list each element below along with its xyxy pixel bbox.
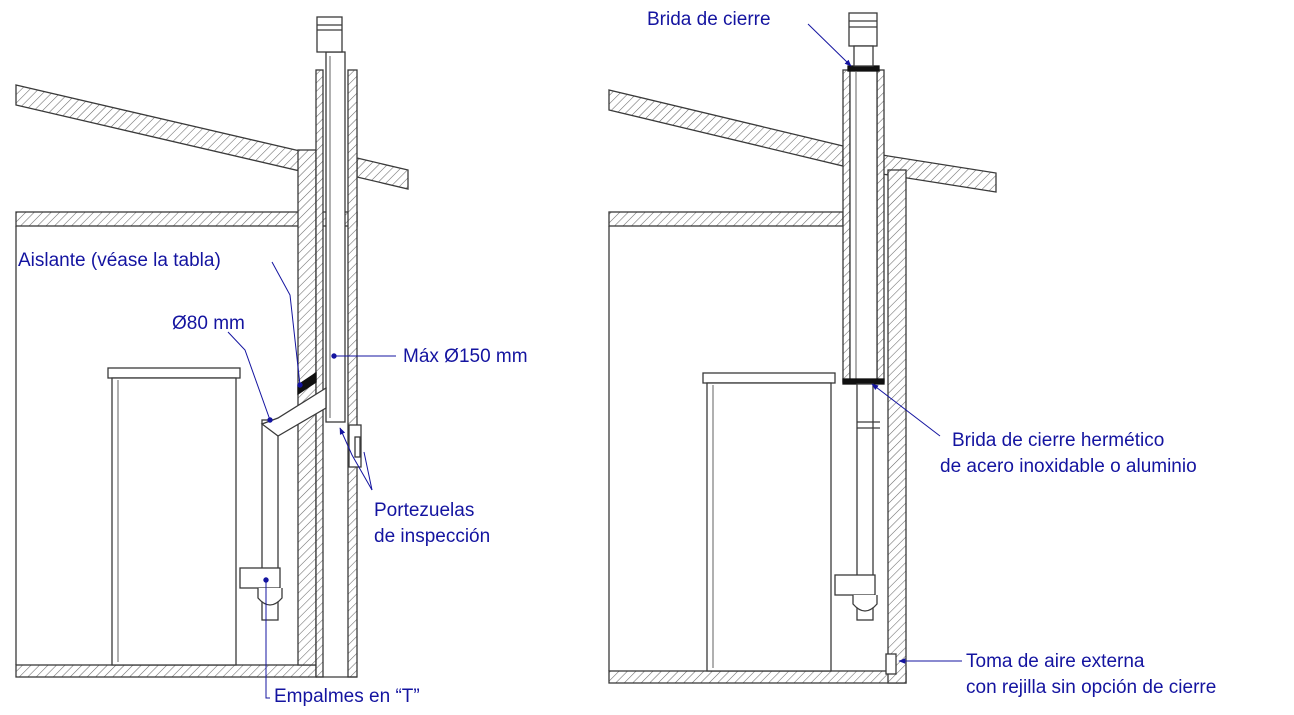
left-diagram: [15, 16, 409, 678]
left-roof: [15, 84, 301, 172]
label-brida-hermetico-2: de acero inoxidable o aluminio: [940, 456, 1197, 477]
left-chimney-wall-left: [315, 69, 324, 678]
label-toma-aire-1: Toma de aire externa: [966, 651, 1145, 672]
right-chimney-jacket-right: [876, 69, 885, 383]
label-diametro-80: Ø80 mm: [172, 313, 245, 334]
label-toma-aire-2: con rejilla sin opción de cierre: [966, 677, 1216, 698]
left-angled-connector: [260, 386, 327, 437]
leader-d80: [227, 331, 271, 421]
right-cap-stem: [853, 45, 874, 67]
leader-brida-hermetico: [871, 383, 941, 437]
left-insulation-sleeve: [297, 371, 317, 396]
left-chimney-wall-right: [347, 69, 358, 678]
leader-aislante: [271, 261, 301, 386]
left-ground-slab: [15, 664, 317, 678]
left-roof-overhang: [356, 157, 409, 190]
left-annotations: [227, 261, 396, 699]
right-air-intake: [885, 653, 897, 675]
left-chimney-cap: [316, 16, 343, 53]
right-roof: [608, 89, 844, 167]
left-inspection-door-handle: [354, 436, 361, 458]
label-brida-cierre: Brida de cierre: [647, 9, 771, 30]
right-chimney-jacket-left: [842, 69, 851, 383]
right-vertical-flue: [856, 383, 874, 621]
left-flue-pipe: [325, 51, 346, 423]
leader-brida-cierre: [807, 23, 852, 67]
right-boiler-top: [702, 372, 836, 384]
left-labels: Aislante (véase la tabla) Ø80 mm Máx Ø15…: [18, 250, 528, 707]
label-max-150: Máx Ø150 mm: [403, 346, 528, 367]
label-brida-hermetico-1: Brida de cierre hermético: [952, 430, 1164, 451]
right-chimney-cap: [848, 12, 878, 47]
leader-portezuelas: [339, 427, 373, 491]
left-t-cap: [257, 588, 283, 606]
leader-portezuelas-2: [363, 451, 373, 491]
right-bottom-flange: [842, 378, 885, 385]
label-portezuelas-1: Portezuelas: [374, 500, 474, 521]
right-t-cap: [852, 595, 878, 612]
right-t-connector: [834, 574, 876, 596]
right-diagram: [608, 12, 997, 684]
label-portezuelas-2: de inspección: [374, 526, 490, 547]
right-ground-slab: [608, 670, 907, 684]
leader-empalmes: [265, 580, 270, 699]
label-aislante: Aislante (véase la tabla): [18, 250, 221, 271]
right-chimney-inner: [849, 69, 878, 383]
left-boiler: [111, 377, 237, 666]
left-boiler-top: [107, 367, 241, 379]
left-t-connector: [239, 567, 281, 589]
right-labels: Brida de cierre Brida de cierre hermétic…: [647, 9, 1216, 698]
right-top-flange: [847, 65, 880, 72]
right-floor-slab: [608, 211, 844, 227]
label-empalmes: Empalmes en “T”: [274, 686, 420, 707]
right-annotations: [807, 23, 962, 664]
right-boiler: [706, 382, 832, 672]
right-exterior-wall: [887, 169, 907, 684]
